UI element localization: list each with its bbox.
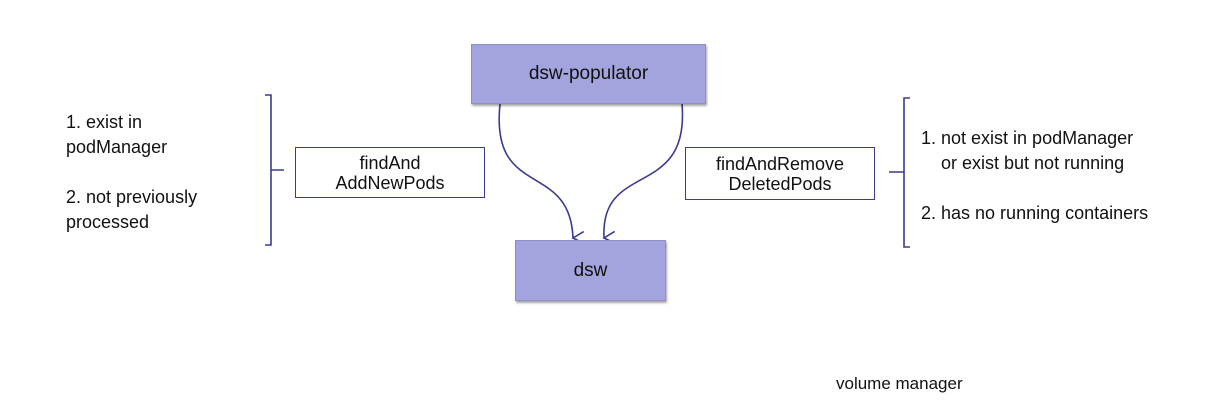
dsw-populator-node: dsw-populator [471,44,706,104]
left-condition-line-2: podManager [66,137,168,157]
left-condition-line-3: 2. not previously [66,187,198,207]
left-conditions: 1. exist in podManager 2. not previously… [66,110,197,235]
dsw-label: dsw [573,259,608,281]
left-bracket [265,94,284,246]
find-and-add-new-pods-box: findAnd AddNewPods [295,147,485,198]
right-condition-line-3: 2. has no running containers [921,203,1149,223]
find-and-add-line-2: AddNewPods [335,172,445,193]
dsw-node: dsw [515,240,666,301]
remove-arrow [602,103,684,245]
find-and-remove-line-2: DeletedPods [728,173,832,194]
find-and-remove-deleted-pods-box: findAndRemove DeletedPods [685,147,875,200]
right-condition-line-1: 1. not exist in podManager [921,128,1134,148]
find-and-remove-line-1: findAndRemove [715,153,845,174]
left-condition-line-1: 1. exist in [66,112,143,132]
right-condition-line-2: or exist but not running [941,153,1125,173]
add-arrow [498,103,585,245]
left-condition-line-4: processed [66,212,150,232]
find-and-add-line-1: findAnd [359,152,421,173]
dsw-populator-label: dsw-populator [528,63,649,84]
right-conditions: 1. not exist in podManager or exist but … [921,126,1148,226]
right-bracket [889,97,910,248]
volume-manager-caption: volume manager [836,374,963,393]
